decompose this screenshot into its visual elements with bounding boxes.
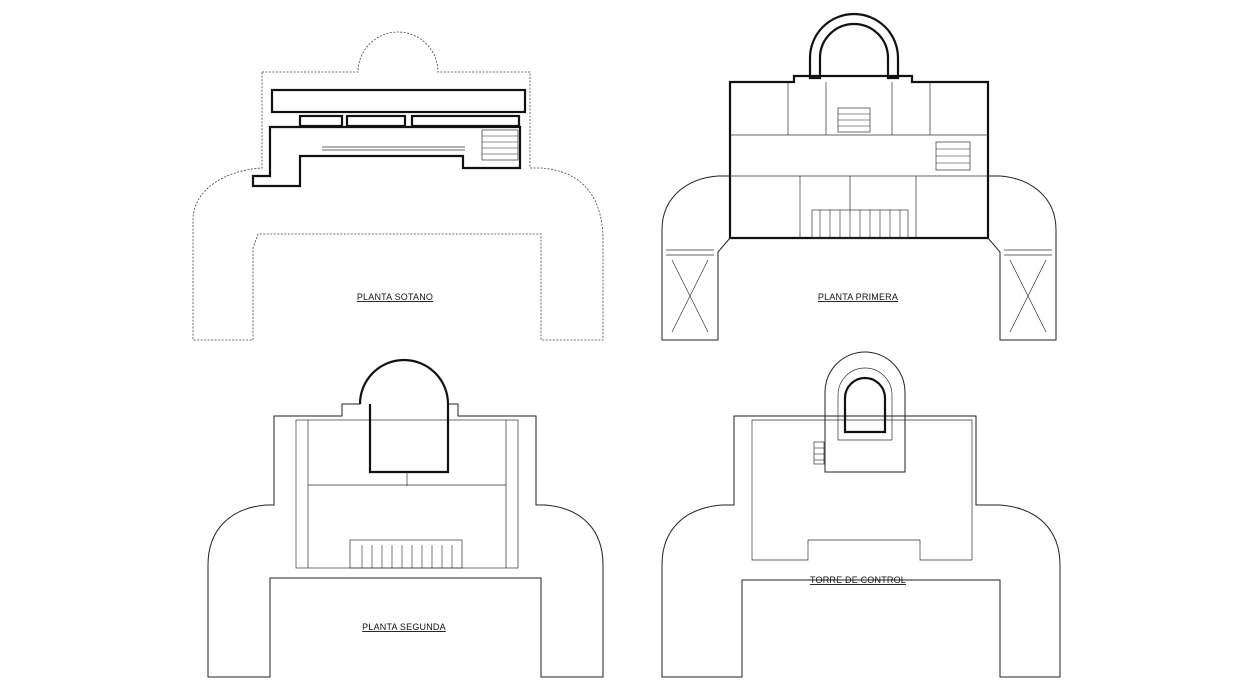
sotano-stair: [481, 129, 519, 161]
sotano-walls: [251, 88, 527, 188]
segunda-interior: [295, 358, 519, 569]
primera-apse: [808, 12, 900, 80]
primera-right-wing: [987, 175, 1057, 341]
segunda-stair: [349, 539, 463, 569]
primera-title: PLANTA PRIMERA: [818, 292, 898, 302]
plan-primera: PLANTA PRIMERA: [661, 12, 1057, 341]
plan-torre: TORRE DE CONTROL: [661, 351, 1061, 678]
torre-outline: [661, 415, 1061, 678]
plan-segunda: PLANTA SEGUNDA: [207, 358, 604, 678]
plan-sotano: PLANTA SOTANO: [192, 31, 604, 341]
primera-left-wing: [661, 175, 731, 341]
primera-interior-walls: [730, 82, 988, 238]
sotano-title: PLANTA SOTANO: [357, 292, 433, 302]
segunda-title: PLANTA SEGUNDA: [362, 622, 446, 632]
primera-main-block: [728, 74, 990, 240]
torre-tower: [813, 351, 906, 473]
primera-stairs: [811, 107, 971, 239]
sotano-site-outline: [192, 31, 604, 341]
torre-title: TORRE DE CONTROL: [810, 575, 906, 585]
